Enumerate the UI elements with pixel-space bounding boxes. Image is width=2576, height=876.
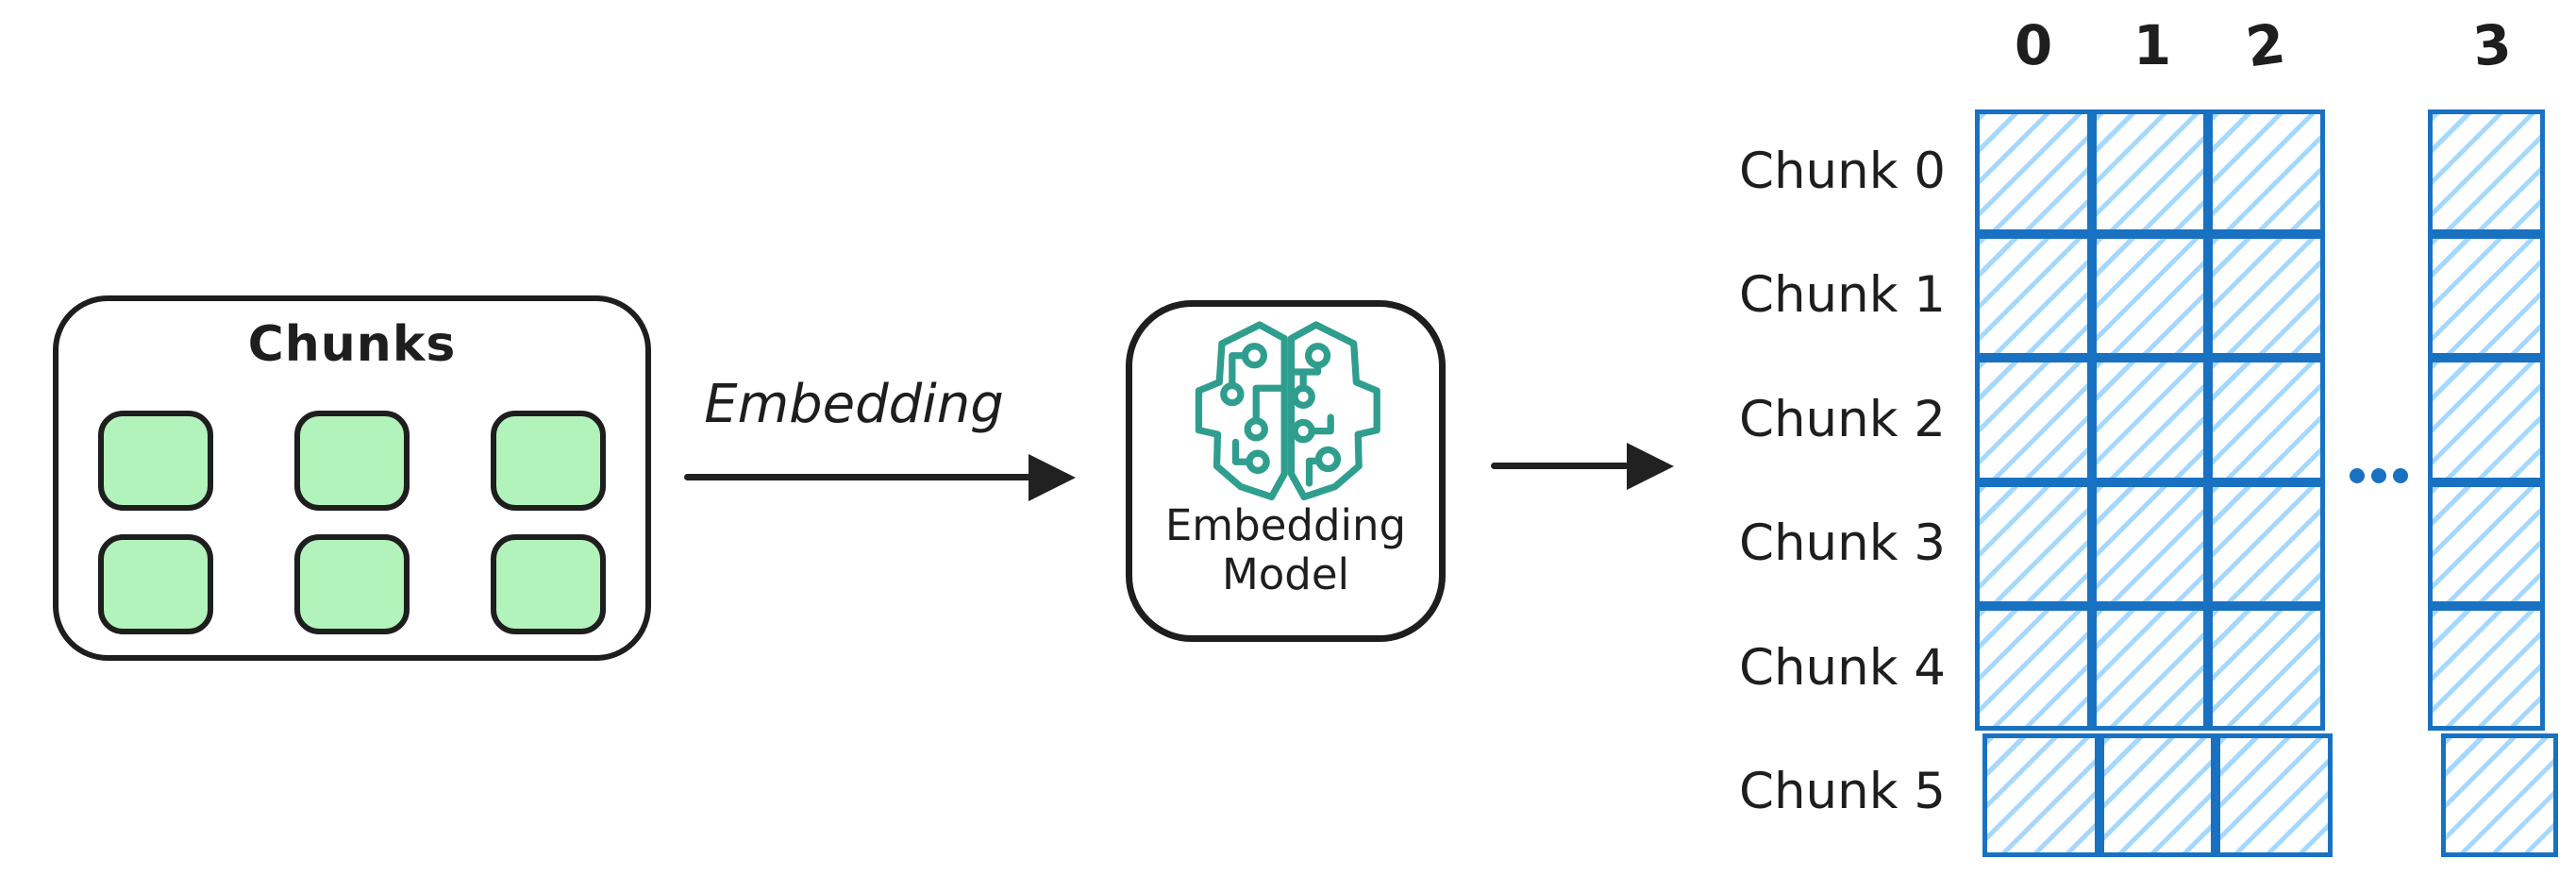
matrix-cell — [2208, 358, 2325, 482]
matrix-column-label-3: 3 — [2469, 11, 2515, 79]
model-box-label-line1: Embedding — [1164, 500, 1407, 550]
matrix-row-label-2: Chunk 2 — [1738, 391, 1946, 448]
matrix-ellipsis — [2350, 468, 2408, 483]
matrix-row-label-3: Chunk 3 — [1738, 514, 1946, 572]
chunk-item — [491, 411, 606, 511]
chunks-grid — [59, 411, 645, 634]
matrix-cell — [2428, 233, 2545, 358]
matrix-cell — [1975, 110, 2092, 234]
chunk-item — [98, 534, 213, 634]
matrix-column-label-0: 0 — [2014, 13, 2053, 77]
matrix-cell — [2208, 233, 2325, 358]
matrix-cell — [2208, 110, 2325, 234]
matrix-cell — [2428, 481, 2545, 606]
matrix-cell — [2091, 110, 2209, 234]
matrix-cell — [1975, 233, 2092, 358]
ellipsis-dot — [2371, 468, 2386, 483]
matrix-row-label-0: Chunk 0 — [1738, 143, 1946, 200]
matrix-cell — [2208, 481, 2325, 606]
output-arrow-line — [1491, 463, 1629, 469]
matrix-main-grid — [1975, 110, 2333, 857]
chunk-item — [294, 534, 410, 634]
matrix-cell — [2091, 606, 2209, 731]
model-box-label-line2: Model — [1221, 549, 1350, 599]
matrix-cell — [1975, 481, 2092, 606]
matrix-cell — [2428, 110, 2545, 234]
chunks-box: Chunks — [53, 295, 651, 661]
circuit-brain-icon — [1195, 321, 1380, 501]
matrix-cell — [2208, 606, 2325, 731]
matrix-cell — [1982, 733, 2099, 857]
embedding-arrow-head — [1029, 454, 1076, 501]
matrix-cell — [2091, 358, 2209, 482]
matrix-cell — [1975, 606, 2092, 731]
embedding-arrow-line — [684, 474, 1031, 480]
matrix-cell — [2091, 481, 2209, 606]
matrix-cell — [2091, 233, 2209, 358]
matrix-cell — [2216, 733, 2333, 857]
matrix-cell — [1975, 358, 2092, 482]
matrix-cell — [2428, 358, 2545, 482]
chunk-item — [294, 411, 410, 511]
matrix-row-label-4: Chunk 4 — [1738, 639, 1946, 697]
matrix-column-label-1: 1 — [2133, 13, 2172, 77]
matrix-column-label-2: 2 — [2242, 10, 2289, 80]
embedding-model-box: Embedding Model — [1126, 300, 1446, 642]
ellipsis-dot — [2350, 468, 2365, 483]
chunk-item — [491, 534, 606, 634]
matrix-cell — [2099, 733, 2216, 857]
ellipsis-dot — [2393, 468, 2408, 483]
chunks-box-title: Chunks — [247, 316, 457, 373]
matrix-extra-column — [2428, 110, 2558, 857]
embedding-arrow-label: Embedding — [704, 374, 1004, 435]
chunk-item — [98, 411, 213, 511]
matrix-cell — [2428, 606, 2545, 731]
matrix-cell — [2441, 733, 2558, 857]
matrix-row-label-5: Chunk 5 — [1738, 763, 1946, 820]
output-arrow-head — [1627, 443, 1674, 490]
matrix-row-label-1: Chunk 1 — [1738, 266, 1946, 324]
